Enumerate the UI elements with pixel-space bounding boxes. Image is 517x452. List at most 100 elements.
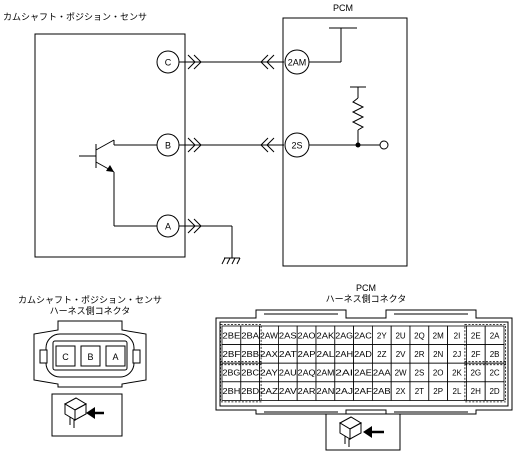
pcm-harness-side-icon <box>325 413 401 451</box>
pcm-pin-label: 2AQ <box>298 369 316 378</box>
pcm-pin-cell: 2J <box>447 344 467 364</box>
pcm-pin-label: 2AM <box>317 369 335 378</box>
pcm-pin-label: 2BH <box>223 387 241 396</box>
pcm-pin-label: 2P <box>433 387 443 396</box>
pcm-pin-label: 2D <box>489 387 499 396</box>
pcm-pin-cell: 2P <box>428 381 448 401</box>
pcm-pin-label: 2AU <box>279 369 297 378</box>
pcm-pin-label: 2N <box>433 350 443 359</box>
terminal-icon <box>379 140 389 150</box>
pcm-pin-label: 2AJ <box>335 387 353 396</box>
pcm-pin-cell: 2V <box>390 344 411 364</box>
pcm-pin-cell: 2AC <box>353 325 373 346</box>
junction-dot <box>355 142 361 148</box>
pcm-pin-block-outline <box>220 324 262 366</box>
pcm-pin-label: 2F <box>471 350 480 359</box>
sensor-connector-title-1: カムシャフト・ポジション・センサ <box>18 295 162 305</box>
wire-a-ground <box>179 218 233 258</box>
pcm-pin-label: 2AW <box>260 331 278 340</box>
pcm-pin-label: 2L <box>453 387 462 396</box>
pcm-pin-label: 2AV <box>279 387 298 396</box>
pcm-connector-title-1: PCM <box>356 283 376 293</box>
pcm-pin-label: 2AH <box>335 350 353 359</box>
pcm-pin-cell: 2B <box>484 344 505 364</box>
pcm-pin-label: 2AA <box>373 369 392 378</box>
pcm-pin-label: 2AF <box>354 387 372 396</box>
pcm-pin-cell: 2AH <box>334 344 354 364</box>
pcm-pin-cell: 2N <box>428 344 448 364</box>
pcm-pin-cell: 2W <box>390 362 411 383</box>
sensor-pin-c-label: C <box>165 58 172 68</box>
pcm-pin-label: 2BF <box>223 350 241 359</box>
pcm-pin-label: 2O <box>433 369 444 378</box>
pcm-pin-cell: 2AG <box>334 325 354 346</box>
pcm-box <box>282 17 408 267</box>
pcm-pin-cell: 2BC <box>240 362 261 383</box>
pcm-pin-label: 2Q <box>414 331 425 340</box>
pcm-pin-cell: 2O <box>428 362 448 383</box>
pcm-pin-cell: 2Q <box>409 325 430 346</box>
pcm-pin-cell: 2AK <box>315 325 336 346</box>
pcm-pin-label: 2AP <box>298 350 316 359</box>
pcm-pin-label: 2U <box>395 331 405 340</box>
pcm-pin-cell: 2AZ <box>259 381 279 401</box>
pcm-pin-label: 2K <box>452 369 462 378</box>
pcm-pin-cell: 2AR <box>296 381 317 401</box>
pcm-pin-label: 2AK <box>317 331 336 340</box>
pcm-pin-cell: 2BG <box>221 362 242 383</box>
pcm-pin-cell: 2BH <box>221 381 242 401</box>
pcm-pin-label: 2BG <box>223 369 241 378</box>
svg-text:B: B <box>87 352 93 362</box>
pcm-pin-label: 2M <box>433 331 444 340</box>
pcm-pin-cell: 2AY <box>259 362 279 383</box>
pcm-pin-label: 2R <box>414 350 424 359</box>
pcm-pin-cell: 2AQ <box>296 362 317 383</box>
pcm-pin-2s-label: 2S <box>291 141 302 151</box>
pcm-pin-label: 2AR <box>298 387 316 396</box>
sensor-connector-pin-a: A <box>105 345 126 367</box>
pcm-pin-cell: 2AS <box>277 325 298 346</box>
transistor-symbol <box>79 139 157 227</box>
pcm-pin-cell: 2Y <box>371 325 392 346</box>
pcm-pin-cell: 2BE <box>221 325 242 346</box>
pcm-pin-label: 2G <box>470 369 481 378</box>
pcm-pin-cell: 2AF <box>353 381 373 401</box>
pcm-pin-cell: 2AE <box>353 362 373 383</box>
pcm-pin-label: 2AL <box>317 350 335 359</box>
pcm-pin-label: 2AC <box>354 331 372 340</box>
svg-text:A: A <box>112 352 118 362</box>
pcm-pin-cell: 2S <box>409 362 430 383</box>
pcm-pin-label: 2Y <box>377 331 387 340</box>
pcm-pin-cell: 2AA <box>371 362 392 383</box>
pcm-pin-cell: 2M <box>428 325 448 346</box>
pcm-pin-cell: 2U <box>390 325 411 346</box>
pcm-pin-cell: 2X <box>390 381 411 401</box>
pcm-pin-label: 2J <box>453 350 461 359</box>
ground-icon <box>221 257 241 265</box>
pcm-pin-label: 2V <box>396 350 406 359</box>
pcm-pin-label: 2BC <box>241 369 259 378</box>
pcm-pin-cell: 2F <box>465 344 486 364</box>
pcm-pin-cell: 2AD <box>353 344 373 364</box>
pcm-pin-label: 2I <box>454 331 461 340</box>
pcm-pin-label: 2AZ <box>260 387 278 396</box>
pcm-pin-cell: 2I <box>447 325 467 346</box>
pcm-pin-cell: 2AP <box>296 344 317 364</box>
pcm-internal-circuit <box>309 27 380 146</box>
harness-side-icon <box>51 393 123 437</box>
pcm-pin-label: 2C <box>489 369 499 378</box>
pcm-pin-cell: 2AB <box>371 381 392 401</box>
pcm-pin-cell: 2BA <box>240 325 261 346</box>
pcm-pin-label: 2X <box>396 387 406 396</box>
pcm-pin-label: 2BE <box>223 331 241 340</box>
pcm-pin-cell: 2AX <box>259 344 279 364</box>
pcm-pin-cell: 2BF <box>221 344 242 364</box>
pcm-pin-label: 2BB <box>241 350 259 359</box>
pcm-pin-block-outline <box>220 361 262 403</box>
pcm-pin-cell: 2AT <box>277 344 298 364</box>
pcm-pin-cell: 2AO <box>296 325 317 346</box>
pcm-pin-label: 2AO <box>298 331 316 340</box>
